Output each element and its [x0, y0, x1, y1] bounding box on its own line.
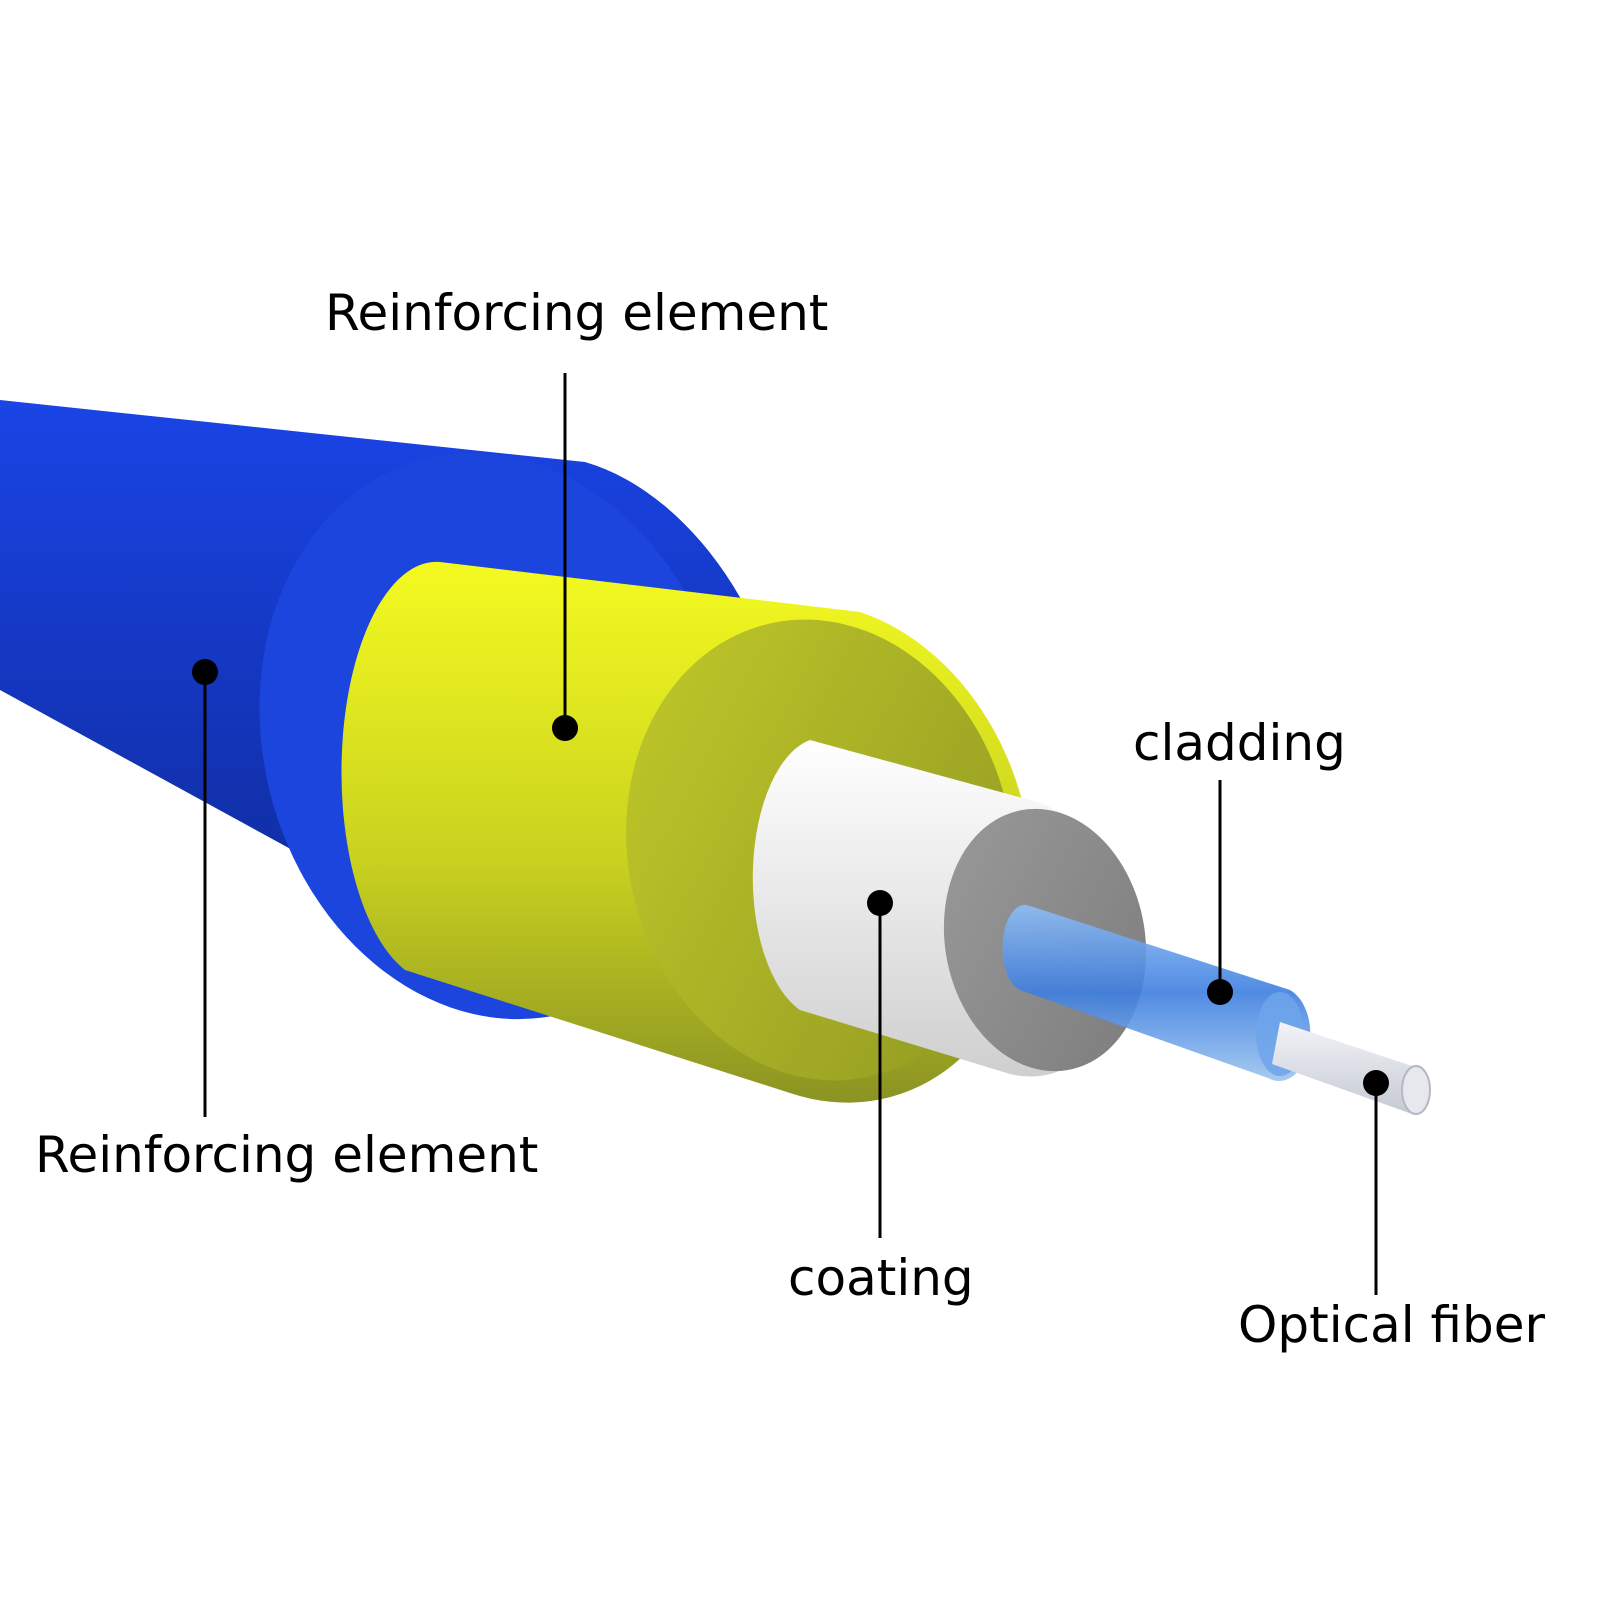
pointer-dot-reinforcing	[552, 715, 578, 741]
label-optical-fiber: Optical fiber	[1238, 1296, 1545, 1354]
optical-fiber-end-face	[1401, 1065, 1431, 1115]
label-reinforcing: Reinforcing element	[325, 284, 828, 342]
optical-fiber	[1272, 1022, 1431, 1115]
pointer-dot-outer-sheath	[192, 659, 218, 685]
optical-fiber-body	[1272, 1022, 1425, 1114]
pointer-dot-optical-fiber	[1363, 1070, 1389, 1096]
cladding-layer-body	[1002, 904, 1311, 1081]
label-outer-sheath: Reinforcing element	[35, 1126, 538, 1184]
pointer-dot-cladding	[1207, 979, 1233, 1005]
label-coating: coating	[788, 1249, 974, 1307]
label-cladding: cladding	[1133, 714, 1346, 772]
pointer-dot-coating	[867, 890, 893, 916]
